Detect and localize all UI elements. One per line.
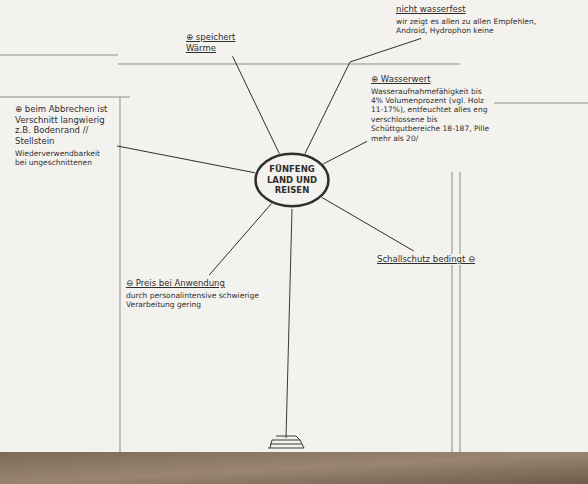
node-body: Wasseraufnahmefähigkeit bis 4% Volumenpr… [370,87,492,143]
node-heading: ⊕ beim Abbrechen ist Verschnitt langwier… [14,104,114,147]
branch-note: ⊕ WasserwertWasseraufnahmefähigkeit bis … [370,74,492,143]
table-surface [0,452,588,484]
branch-line [323,141,367,164]
node-body: wir zeigt es allen zu allen Empfehlen, A… [395,17,560,36]
node-heading: ⊕ speichert Wärme [185,32,267,53]
node-heading: FÜNFENG LAND UND REISEN [264,164,320,196]
branch-line [209,204,271,275]
branch-line [233,56,280,153]
node-heading: ⊖ Preis bei Anwendung [125,278,261,289]
branch-line [322,197,414,251]
stack-sketch [268,436,304,448]
central-circle: FÜNFENG LAND UND REISEN [254,152,330,208]
branch-note: ⊕ beim Abbrechen ist Verschnitt langwier… [14,104,114,167]
branch-note: ⊖ Preis bei Anwendung durch personalinten… [125,278,261,309]
branch-note: Schallschutz bedingt ⊖ [376,254,480,265]
paper-sheet-edges [0,55,588,452]
branch-note: nicht wasserfest wir zeigt es allen zu al… [395,4,560,35]
node-body: Wiederverwendbarkeit bei ungeschnittenen [14,149,114,168]
node-heading: nicht wasserfest [395,4,560,15]
node-heading: ⊕ Wasserwert [370,74,492,85]
node-body: durch personalintensive schwierige Verar… [125,291,261,310]
leader-line [286,209,292,438]
node-heading: Schallschutz bedingt ⊖ [376,254,480,265]
branch-note: ⊕ speichert Wärme [185,32,267,53]
branch-line [117,146,255,173]
